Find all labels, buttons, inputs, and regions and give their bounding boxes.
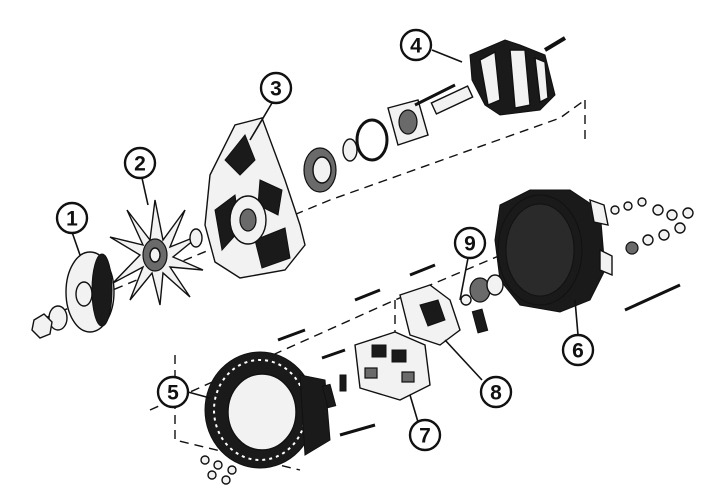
callout-label: 3: [270, 78, 282, 101]
callout-label: 7: [419, 425, 431, 448]
terminal-hardware: [610, 197, 694, 255]
callout-label: 6: [572, 340, 584, 363]
callout-1: 1: [55, 201, 89, 235]
rotor: [414, 36, 567, 116]
callout-4: 4: [399, 28, 433, 62]
callout-5: 5: [156, 375, 190, 409]
stator-hardware: [200, 455, 237, 485]
rectifier-bridge: [277, 328, 431, 437]
fan: [109, 199, 204, 306]
callout-label: 2: [134, 153, 146, 176]
callout-2: 2: [123, 146, 157, 180]
pulley: [31, 251, 115, 339]
leader-lines: [71, 49, 579, 423]
callout-label: 1: [66, 208, 78, 231]
callout-label: 5: [167, 382, 179, 405]
drive-end-frame: [189, 117, 306, 279]
callout-label: 4: [410, 35, 422, 58]
callout-label: 9: [464, 233, 476, 256]
callout-7: 7: [408, 418, 442, 452]
slip-ring-end-frame: [494, 189, 694, 313]
callout-3: 3: [259, 71, 293, 105]
slip-ring-bearing: [460, 274, 504, 306]
callout-8: 8: [479, 375, 513, 409]
callout-9: 9: [453, 226, 487, 260]
bearing-set: [303, 99, 429, 193]
stator: [200, 351, 331, 485]
callout-label: 8: [490, 382, 502, 405]
brush-holder-regulator: [354, 263, 489, 346]
callout-6: 6: [561, 333, 595, 367]
